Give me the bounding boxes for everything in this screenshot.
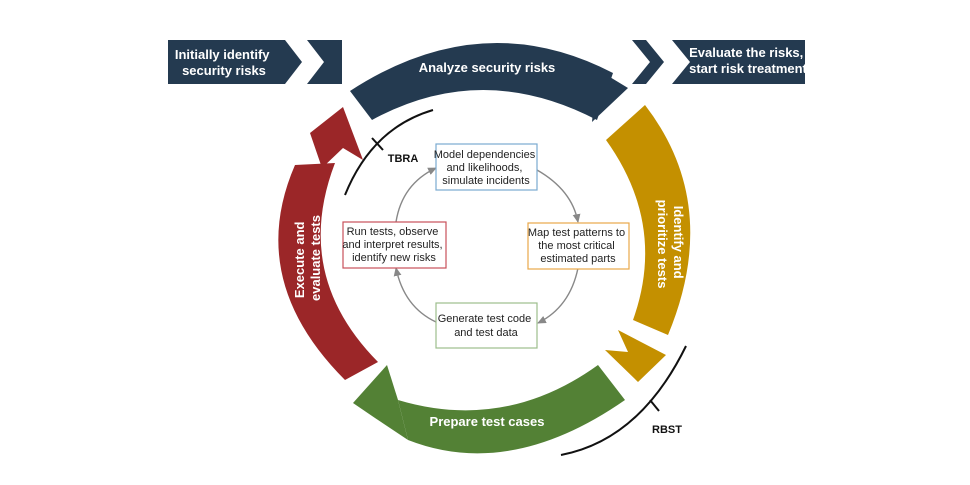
identify-arrowhead [605, 330, 666, 382]
svg-text:Map test patterns to the: Map test patterns to the most critical e… [528, 227, 628, 265]
inner-box-top: Model dependencies and likelihoods, simu… [434, 143, 539, 191]
inner-connectors [393, 167, 581, 324]
outer-analyze: Analyze security risks [350, 42, 628, 122]
start-arrow-line-1: Initially identify [175, 47, 270, 62]
svg-text:Run tests, observe and i: Run tests, observe and interpret results… [342, 226, 445, 264]
outer-prepare: Prepare test cases [353, 365, 625, 454]
connector-right-bottom [537, 267, 579, 324]
outer-execute: Execute and evaluate tests [278, 107, 378, 380]
tbra-bracket-arc [344, 109, 434, 196]
inner-box-bottom: Generate test code and test data [435, 302, 538, 349]
svg-text:Generate test code and t: Generate test code and test data [438, 313, 535, 339]
svg-text:Model dependencies and l: Model dependencies and likelihoods, simu… [434, 149, 539, 187]
connector-bottom-left [393, 267, 437, 323]
inner-box-bottom-frame [435, 302, 538, 349]
outer-identify: Identify and prioritize tests [605, 105, 691, 382]
execute-arrowhead [310, 107, 363, 168]
inner-right-line-1: Map test patterns to [528, 227, 625, 239]
start-arrow: Initially identify security risks [168, 40, 342, 84]
tbra-tick [371, 137, 384, 151]
inner-box-top-frame [435, 143, 538, 191]
rbst-bracket-arc [560, 345, 687, 456]
rbst-tick [649, 399, 660, 412]
end-arrow-line-1: Evaluate the risks, [689, 45, 803, 60]
connector-top-right [536, 169, 581, 223]
inner-box-left: Run tests, observe and interpret results… [342, 221, 447, 269]
svg-text:Evaluate the risks, star: Evaluate the risks, start risk treatment [689, 45, 807, 76]
svg-text:Execute and evaluate tes: Execute and evaluate tests [292, 215, 323, 301]
svg-text:Initially identify secur: Initially identify security risks [175, 47, 273, 78]
inner-left-line-1: Run tests, observe [347, 226, 439, 238]
identify-label-line-2: prioritize tests [655, 200, 670, 289]
inner-bottom-line-1: Generate test code [438, 313, 532, 325]
analyze-arc [350, 42, 613, 120]
end-arrow: Evaluate the risks, start risk treatment [632, 40, 808, 84]
inner-box-right-frame [527, 222, 630, 270]
start-arrow-line-2: security risks [182, 63, 266, 78]
tbra-bracket: TBRA [344, 109, 434, 196]
tbra-label: TBRA [388, 153, 419, 165]
inner-top-line-3: simulate incidents [442, 175, 530, 187]
execute-label-line-2: evaluate tests [308, 215, 323, 301]
start-arrow-chevron [307, 40, 342, 84]
end-arrow-body [672, 40, 805, 84]
rbst-label: RBST [652, 424, 682, 436]
start-arrow-body [168, 40, 302, 84]
rbst-bracket: RBST [560, 345, 687, 456]
inner-bottom-line-2: and test data [454, 327, 518, 339]
analyze-arrowhead [562, 68, 628, 122]
execute-arc [278, 163, 378, 380]
identify-label-line-1: Identify and [671, 206, 686, 279]
execute-label-line-1: Execute and [292, 221, 307, 298]
inner-top-line-1: Model dependencies [434, 149, 536, 161]
inner-right-line-2: the most critical [538, 240, 614, 252]
svg-text:Identify and prioritize: Identify and prioritize tests [655, 200, 686, 289]
inner-left-line-3: identify new risks [352, 252, 436, 264]
identify-arc [606, 105, 691, 335]
end-arrow-chevron [632, 40, 664, 84]
end-arrow-line-2: start risk treatment [689, 61, 807, 76]
inner-top-line-2: and likelihoods, [447, 162, 523, 174]
prepare-arrowhead [353, 365, 408, 440]
prepare-label: Prepare test cases [430, 414, 545, 429]
connector-left-top [395, 167, 437, 223]
inner-right-line-3: estimated parts [540, 253, 616, 265]
analyze-label: Analyze security risks [419, 60, 556, 75]
inner-box-right: Map test patterns to the most critical e… [527, 222, 630, 270]
inner-left-line-2: and interpret results, [342, 239, 442, 251]
inner-box-left-frame [342, 221, 447, 269]
prepare-arc [398, 365, 625, 454]
